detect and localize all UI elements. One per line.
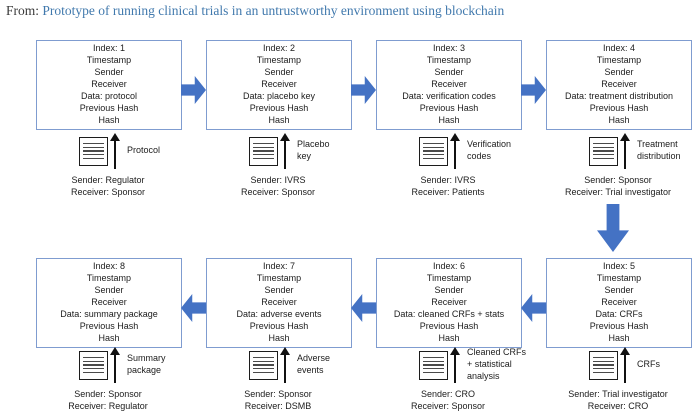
document-label: Treatment distribution — [637, 139, 681, 161]
source-header: From: Prototype of running clinical tria… — [6, 3, 504, 19]
sender-line: Sender: IVRS — [420, 175, 476, 185]
arrow-up-icon — [280, 133, 290, 169]
sender-line: Sender: IVRS — [250, 175, 306, 185]
block-index-8: Index: 8 Timestamp Sender Receiver Data:… — [36, 258, 182, 348]
from-label: From: — [6, 3, 40, 18]
block-text: Index: 3 Timestamp Sender Receiver Data:… — [402, 43, 496, 125]
document-group: Placebo key — [249, 133, 330, 169]
flow-arrow-left-icon — [521, 294, 546, 322]
sender-line: Sender: Sponsor — [244, 389, 312, 399]
arrow-up-icon — [450, 133, 460, 169]
block-text: Index: 8 Timestamp Sender Receiver Data:… — [60, 261, 158, 343]
receiver-line: Receiver: Sponsor — [240, 187, 316, 198]
sender-receiver: Sender: Trial investigator Receiver: CRO — [533, 388, 696, 412]
document-icon — [419, 350, 448, 380]
receiver-line: Receiver: Sponsor — [70, 187, 146, 198]
document-icon — [589, 136, 618, 166]
block-text: Index: 1 Timestamp Sender Receiver Data:… — [79, 43, 139, 125]
receiver-line: Receiver: DSMB — [244, 401, 312, 412]
document-label: Verification codes — [467, 139, 512, 161]
sender-line: Sender: CRO — [420, 389, 476, 399]
sender-receiver: Sender: Regulator Receiver: Sponsor — [23, 174, 193, 198]
flow-arrow-right-icon — [351, 76, 376, 104]
paper-title-link[interactable]: Prototype of running clinical trials in … — [42, 3, 505, 18]
document-group: CRFs — [589, 347, 660, 383]
document-icon — [79, 350, 108, 380]
arrow-up-icon — [280, 347, 290, 383]
document-group: Cleaned CRFs + statistical analysis — [419, 347, 526, 383]
block-index-2: Index: 2 Timestamp Sender Receiver Data:… — [206, 40, 352, 130]
flow-arrow-right-icon — [521, 76, 546, 104]
sender-receiver: Sender: Sponsor Receiver: DSMB — [193, 388, 363, 412]
document-icon — [249, 136, 278, 166]
flow-arrow-down-icon — [597, 204, 629, 252]
document-group: Protocol — [79, 133, 160, 169]
sender-receiver: Sender: Sponsor Receiver: Regulator — [23, 388, 193, 412]
document-label: Protocol — [127, 145, 161, 156]
block-index-6: Index: 6 Timestamp Sender Receiver Data:… — [376, 258, 522, 348]
block-index-4: Index: 4 Timestamp Sender Receiver Data:… — [546, 40, 692, 130]
document-label: Summary package — [127, 353, 166, 375]
receiver-line: Receiver: Sponsor — [410, 401, 486, 412]
document-label: CRFs — [637, 359, 660, 370]
arrow-up-icon — [620, 347, 630, 383]
sender-line: Sender: Regulator — [71, 175, 145, 185]
sender-receiver: Sender: Sponsor Receiver: Trial investig… — [533, 174, 696, 198]
flow-arrow-right-icon — [181, 76, 206, 104]
document-label: Adverse events — [297, 353, 331, 375]
block-text: Index: 4 Timestamp Sender Receiver Data:… — [564, 43, 674, 125]
receiver-line: Receiver: Regulator — [68, 401, 148, 412]
document-icon — [79, 136, 108, 166]
arrow-up-icon — [110, 347, 120, 383]
flow-arrow-left-icon — [351, 294, 376, 322]
block-text: Index: 2 Timestamp Sender Receiver Data:… — [242, 43, 316, 125]
block-index-1: Index: 1 Timestamp Sender Receiver Data:… — [36, 40, 182, 130]
sender-receiver: Sender: CRO Receiver: Sponsor — [363, 388, 533, 412]
sender-receiver: Sender: IVRS Receiver: Sponsor — [193, 174, 363, 198]
sender-line: Sender: Sponsor — [584, 175, 652, 185]
receiver-line: Receiver: Patients — [411, 187, 485, 198]
block-text: Index: 7 Timestamp Sender Receiver Data:… — [236, 261, 322, 343]
block-index-7: Index: 7 Timestamp Sender Receiver Data:… — [206, 258, 352, 348]
document-group: Verification codes — [419, 133, 511, 169]
document-group: Adverse events — [249, 347, 330, 383]
document-icon — [249, 350, 278, 380]
sender-line: Sender: Sponsor — [74, 389, 142, 399]
document-icon — [589, 350, 618, 380]
block-text: Index: 5 Timestamp Sender Receiver Data:… — [589, 261, 649, 343]
receiver-line: Receiver: CRO — [587, 401, 649, 412]
flow-arrow-left-icon — [181, 294, 206, 322]
document-group: Treatment distribution — [589, 133, 681, 169]
document-label: Placebo key — [297, 139, 330, 161]
sender-receiver: Sender: IVRS Receiver: Patients — [363, 174, 533, 198]
arrow-up-icon — [110, 133, 120, 169]
block-index-5: Index: 5 Timestamp Sender Receiver Data:… — [546, 258, 692, 348]
receiver-line: Receiver: Trial investigator — [564, 187, 672, 198]
document-label: Cleaned CRFs + statistical analysis — [467, 347, 527, 381]
arrow-up-icon — [450, 347, 460, 383]
sender-line: Sender: Trial investigator — [568, 389, 668, 399]
block-text: Index: 6 Timestamp Sender Receiver Data:… — [393, 261, 505, 343]
document-group: Summary package — [79, 347, 166, 383]
document-icon — [419, 136, 448, 166]
block-index-3: Index: 3 Timestamp Sender Receiver Data:… — [376, 40, 522, 130]
arrow-up-icon — [620, 133, 630, 169]
